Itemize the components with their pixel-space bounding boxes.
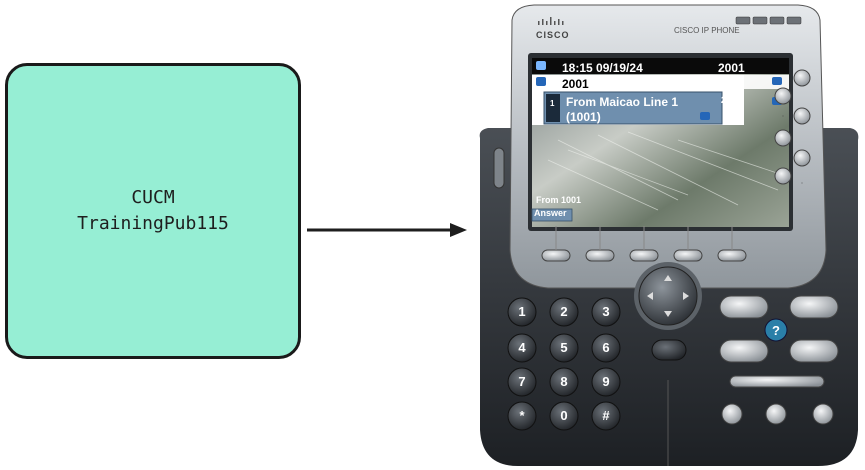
handset-icon: [536, 61, 546, 70]
key-4[interactable]: 4: [512, 340, 532, 355]
key-9[interactable]: 9: [596, 374, 616, 389]
screen-line-label: 2001: [562, 77, 589, 91]
softkey-1: [542, 250, 570, 261]
screen-from-text: From 1001: [536, 195, 581, 205]
svg-text:1: 1: [550, 99, 555, 108]
screen-extension: 2001: [718, 61, 745, 75]
cucm-server-box: CUCM TrainingPub115: [5, 63, 301, 359]
incoming-call-text: From Maicao Line 1: [566, 95, 678, 109]
services-button: [720, 340, 768, 362]
directories-button: [790, 296, 838, 318]
cucm-hostname: TrainingPub115: [77, 211, 229, 237]
volume-bar: [730, 376, 824, 387]
cisco-ip-phone: 1: [478, 0, 860, 466]
phone-brand: CISCO IP PHONE: [674, 26, 740, 35]
key-star[interactable]: *: [512, 408, 532, 423]
screen-second-line: 2002: [721, 95, 741, 105]
connection-arrow: [305, 218, 470, 242]
key-6[interactable]: 6: [596, 340, 616, 355]
softkey-2: [586, 250, 614, 261]
key-3[interactable]: 3: [596, 304, 616, 319]
key-7[interactable]: 7: [512, 374, 532, 389]
mute-button: [766, 404, 786, 424]
headset-button: [722, 404, 742, 424]
key-8[interactable]: 8: [554, 374, 574, 389]
key-0[interactable]: 0: [554, 408, 574, 423]
screen-datetime: 18:15 09/19/24: [562, 61, 643, 75]
softkey-4: [674, 250, 702, 261]
key-5[interactable]: 5: [554, 340, 574, 355]
line-icon: [536, 77, 546, 86]
settings-button: [790, 340, 838, 362]
key-2[interactable]: 2: [554, 304, 574, 319]
softkey-3: [630, 250, 658, 261]
key-1[interactable]: 1: [512, 304, 532, 319]
messages-button: [720, 296, 768, 318]
key-hash[interactable]: #: [596, 408, 616, 423]
softkey-5: [718, 250, 746, 261]
answer-softkey[interactable]: Answer: [534, 208, 567, 218]
svg-text:?: ?: [772, 323, 780, 338]
speaker-button: [813, 404, 833, 424]
incoming-call-number: (1001): [566, 110, 601, 124]
cisco-logo-text: CISCO: [536, 30, 570, 40]
cucm-label: CUCM: [131, 185, 174, 211]
